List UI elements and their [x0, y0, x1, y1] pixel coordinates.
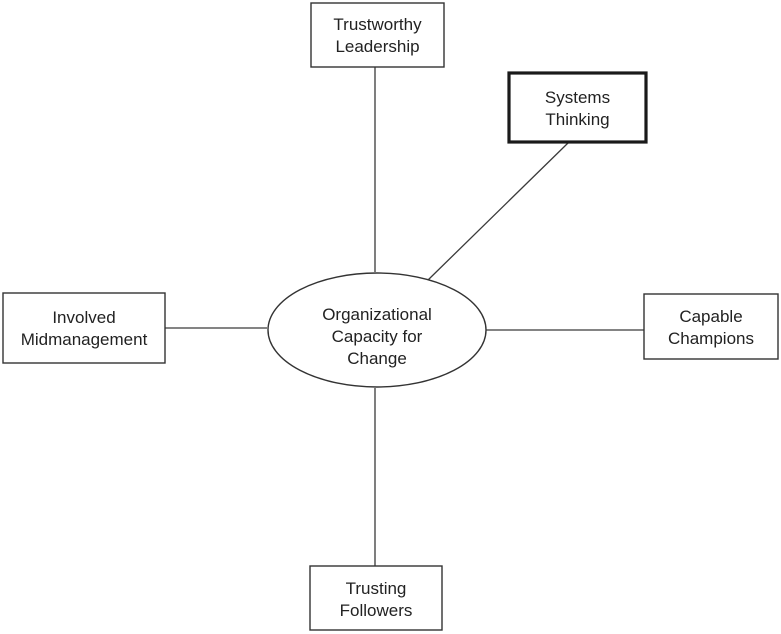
- node-right-line-2: Champions: [668, 329, 754, 348]
- connector-top-right: [427, 142, 569, 281]
- center-label-line-3: Change: [347, 349, 407, 368]
- node-top-right-line-1: Systems: [545, 88, 610, 107]
- node-capable-champions: Capable Champions: [643, 293, 779, 360]
- node-box-left: [2, 292, 166, 364]
- node-box-bottom: [309, 565, 443, 631]
- node-bottom-line-2: Followers: [340, 601, 413, 620]
- node-left-line-2: Midmanagement: [21, 330, 148, 349]
- center-label-line-1: Organizational: [322, 305, 432, 324]
- node-top-line-1: Trustworthy: [333, 15, 422, 34]
- node-bottom-line-1: Trusting: [346, 579, 407, 598]
- node-right-line-1: Capable: [679, 307, 742, 326]
- node-involved-midmanagement: Involved Midmanagement: [2, 292, 166, 364]
- node-trustworthy-leadership: Trustworthy Leadership: [310, 2, 445, 68]
- node-trusting-followers: Trusting Followers: [309, 565, 443, 631]
- node-box-top-right: [507, 71, 648, 144]
- node-systems-thinking: Systems Thinking: [507, 71, 648, 144]
- node-top-line-2: Leadership: [335, 37, 419, 56]
- node-left-line-1: Involved: [52, 308, 115, 327]
- center-label-line-2: Capacity for: [332, 327, 423, 346]
- node-box-right: [643, 293, 779, 360]
- node-top-right-line-2: Thinking: [545, 110, 609, 129]
- center-ellipse: [267, 272, 487, 388]
- center-node: Organizational Capacity for Change: [267, 272, 487, 388]
- node-box-top: [310, 2, 445, 68]
